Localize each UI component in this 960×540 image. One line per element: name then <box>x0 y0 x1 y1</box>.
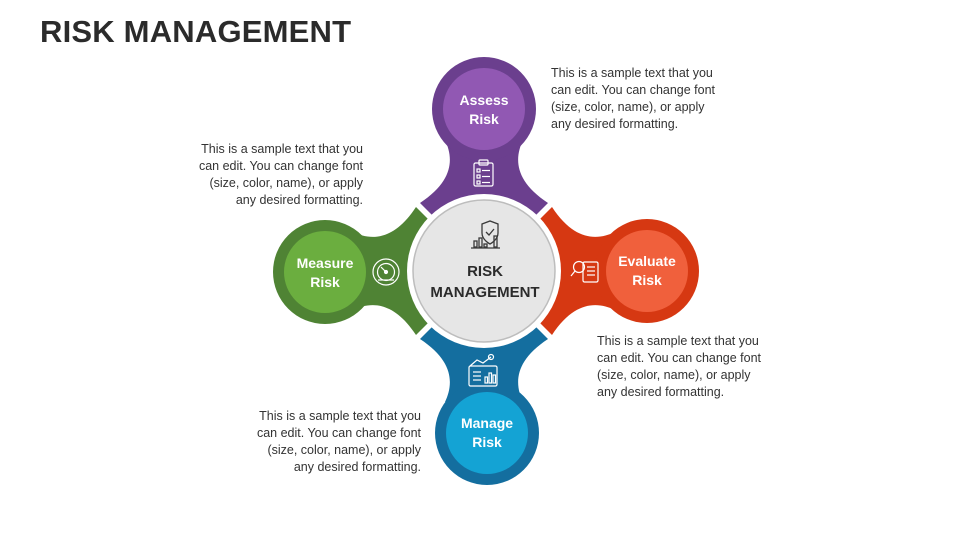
text-line: can edit. You can change font <box>551 83 716 97</box>
assess-risk-label-line2: Risk <box>469 111 499 127</box>
text-line: any desired formatting. <box>235 193 363 207</box>
text-line: can edit. You can change font <box>256 426 421 440</box>
manage-risk-label-line2: Risk <box>472 434 502 450</box>
text-line: (size, color, name), or apply <box>209 176 363 190</box>
text-line: (size, color, name), or apply <box>551 100 705 114</box>
text-line: (size, color, name), or apply <box>597 368 751 382</box>
measure-risk-label: Measure Risk <box>270 254 380 292</box>
magnifier-document-icon <box>570 260 599 283</box>
center-label-line2: MANAGEMENT <box>430 284 540 301</box>
text-line: any desired formatting. <box>597 385 725 399</box>
evaluate-risk-petal <box>540 207 699 335</box>
text-line: any desired formatting. <box>293 460 421 474</box>
measure-risk-label-line1: Measure <box>296 255 354 271</box>
measure-risk-circle <box>284 231 366 313</box>
evaluate-risk-label-line1: Evaluate <box>618 253 676 269</box>
center-label-line1: RISK <box>467 263 503 280</box>
center-label: RISK MANAGEMENT <box>425 261 545 303</box>
text-line: This is a sample text that you <box>201 142 363 156</box>
dashboard-chart-icon <box>468 353 498 387</box>
assess-risk-description: This is a sample text that you can edit.… <box>551 65 741 133</box>
manage-risk-label: Manage Risk <box>432 414 542 452</box>
text-line: can edit. You can change font <box>597 351 762 365</box>
text-line: This is a sample text that you <box>551 66 713 80</box>
measure-risk-petal <box>273 207 428 335</box>
speedometer-icon <box>372 258 400 286</box>
page-title: RISK MANAGEMENT <box>40 14 352 49</box>
text-line: can edit. You can change font <box>198 159 363 173</box>
assess-risk-circle <box>443 68 525 150</box>
manage-risk-label-line1: Manage <box>460 415 514 431</box>
text-line: any desired formatting. <box>551 117 679 131</box>
assess-risk-label-line1: Assess <box>459 92 509 108</box>
shield-bar-chart-icon <box>471 220 500 249</box>
measure-risk-description: This is a sample text that you can edit.… <box>173 141 363 209</box>
manage-risk-description: This is a sample text that you can edit.… <box>231 408 421 476</box>
manage-risk-circle <box>446 392 528 474</box>
evaluate-risk-description: This is a sample text that you can edit.… <box>597 333 787 401</box>
clipboard-checklist-icon <box>473 159 494 187</box>
assess-risk-petal <box>420 57 548 215</box>
text-line: (size, color, name), or apply <box>267 443 421 457</box>
measure-risk-label-line2: Risk <box>310 274 340 290</box>
assess-risk-label: Assess Risk <box>429 91 539 129</box>
evaluate-risk-circle <box>606 230 688 312</box>
text-line: This is a sample text that you <box>597 334 759 348</box>
evaluate-risk-label: Evaluate Risk <box>592 252 702 290</box>
manage-risk-petal <box>420 327 548 485</box>
center-circle <box>412 199 556 343</box>
text-line: This is a sample text that you <box>259 409 421 423</box>
evaluate-risk-label-line2: Risk <box>632 272 662 288</box>
